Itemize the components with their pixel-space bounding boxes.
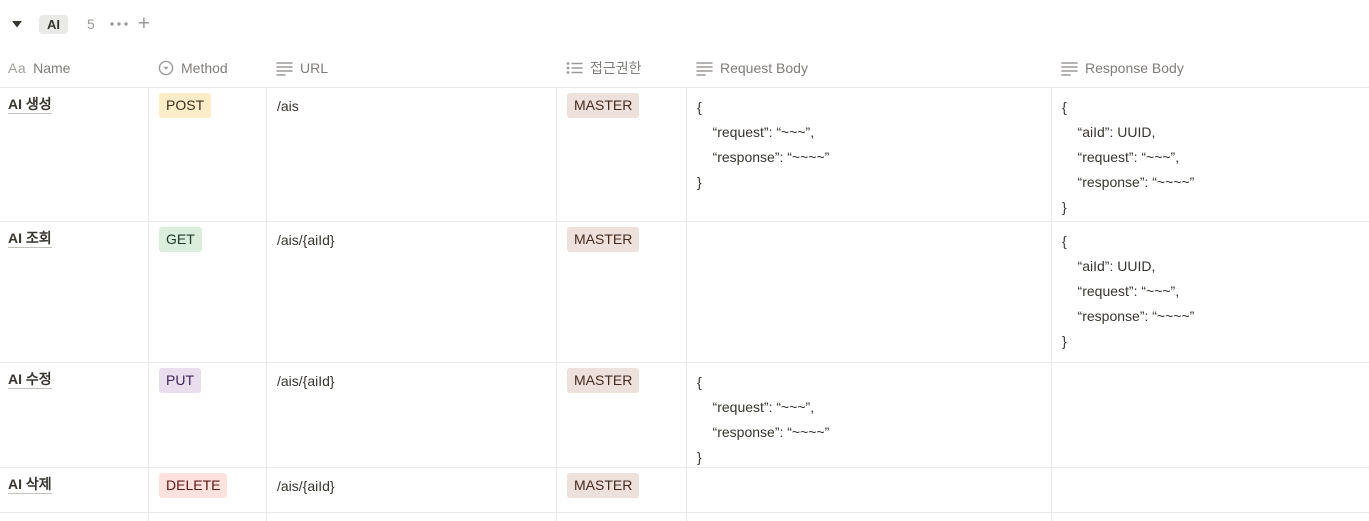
cell-permission[interactable]: MASTER xyxy=(556,88,686,221)
cell-response-body[interactable] xyxy=(1051,468,1369,512)
list-property-icon xyxy=(566,61,583,75)
response-body-text: { “aiId”: UUID, “request”: “~~~”, “respo… xyxy=(1062,99,1195,215)
text-property-icon xyxy=(1061,60,1078,76)
cell-method[interactable]: PUT xyxy=(148,363,266,467)
page-title: AI 조회 xyxy=(8,230,52,248)
cell-name[interactable]: AI 생성 xyxy=(0,88,148,221)
request-body-text: { “request”: “~~~”, “response”: “~~~~” } xyxy=(697,374,830,465)
cell-request-body[interactable]: { “request”: “~~~”, “response”: “~~~~” } xyxy=(686,363,1051,467)
text-property-icon xyxy=(276,60,293,76)
table-row: AI 생성 POST /ais MASTER { “request”: “~~~… xyxy=(0,88,1369,222)
cell-name[interactable]: AI 수정 xyxy=(0,363,148,467)
cell-response-body[interactable]: { “aiId”: UUID, “request”: “~~~”, “respo… xyxy=(1051,88,1369,221)
cell-request-body[interactable]: { “request”: “~~~”, “response”: “~~~~” } xyxy=(686,88,1051,221)
method-badge: DELETE xyxy=(159,473,228,498)
page-title: AI 생성 xyxy=(8,96,52,114)
cell-method[interactable]: POST xyxy=(148,88,266,221)
column-header-url[interactable]: URL xyxy=(266,48,556,87)
column-header-permission[interactable]: 접근권한 xyxy=(556,48,686,87)
row-count: 5 xyxy=(87,16,95,32)
cell-method[interactable]: GET xyxy=(148,222,266,362)
cell-permission[interactable]: MASTER xyxy=(556,468,686,512)
more-options-icon[interactable] xyxy=(110,22,128,26)
cell-url[interactable]: /ais/{aiId} xyxy=(266,468,556,512)
cell-response-body[interactable] xyxy=(1051,363,1369,467)
cell-response-body[interactable]: { “aiId”: UUID, “request”: “~~~”, “respo… xyxy=(1051,222,1369,362)
column-header-method[interactable]: Method xyxy=(148,48,266,87)
cell-name[interactable]: AI 조회 xyxy=(0,222,148,362)
cell-url[interactable]: /ais/{aiId} xyxy=(266,363,556,467)
table-row xyxy=(0,513,1369,521)
select-property-icon xyxy=(158,60,174,76)
method-badge: PUT xyxy=(159,368,201,393)
page-title: AI 수정 xyxy=(8,371,52,389)
cell-url[interactable]: /ais/{aiId} xyxy=(266,222,556,362)
collapse-toggle-icon[interactable] xyxy=(6,13,28,35)
column-header-request-body[interactable]: Request Body xyxy=(686,48,1051,87)
permission-badge: MASTER xyxy=(567,473,640,498)
permission-badge: MASTER xyxy=(567,227,640,252)
permission-badge: MASTER xyxy=(567,368,640,393)
column-header-response-body[interactable]: Response Body xyxy=(1051,48,1369,87)
table-row: AI 삭제 DELETE /ais/{aiId} MASTER xyxy=(0,468,1369,513)
method-badge: GET xyxy=(159,227,202,252)
cell-request-body[interactable] xyxy=(686,222,1051,362)
column-header-name[interactable]: Aa Name xyxy=(8,59,71,76)
page-title: AI 삭제 xyxy=(8,476,52,494)
add-row-icon[interactable]: + xyxy=(137,12,151,35)
cell-method[interactable]: DELETE xyxy=(148,468,266,512)
permission-badge: MASTER xyxy=(567,93,640,118)
table-row: AI 수정 PUT /ais/{aiId} MASTER { “request”… xyxy=(0,363,1369,468)
cell-url[interactable]: /ais xyxy=(266,88,556,221)
cell-permission[interactable]: MASTER xyxy=(556,363,686,467)
method-badge: POST xyxy=(159,93,212,118)
response-body-text: { “aiId”: UUID, “request”: “~~~”, “respo… xyxy=(1062,233,1195,349)
triangle-down-icon xyxy=(12,20,22,27)
text-property-icon xyxy=(696,60,713,76)
table-row: AI 조회 GET /ais/{aiId} MASTER { “aiId”: U… xyxy=(0,222,1369,363)
table-toolbar: AI 5 + xyxy=(0,0,1369,48)
cell-permission[interactable]: MASTER xyxy=(556,222,686,362)
database-title-chip[interactable]: AI xyxy=(39,14,68,34)
column-header-row: Aa Name Method xyxy=(0,48,1369,88)
title-property-icon: Aa xyxy=(8,59,27,76)
request-body-text: { “request”: “~~~”, “response”: “~~~~” } xyxy=(697,99,830,190)
cell-request-body[interactable] xyxy=(686,468,1051,512)
cell-name[interactable]: AI 삭제 xyxy=(0,468,148,512)
